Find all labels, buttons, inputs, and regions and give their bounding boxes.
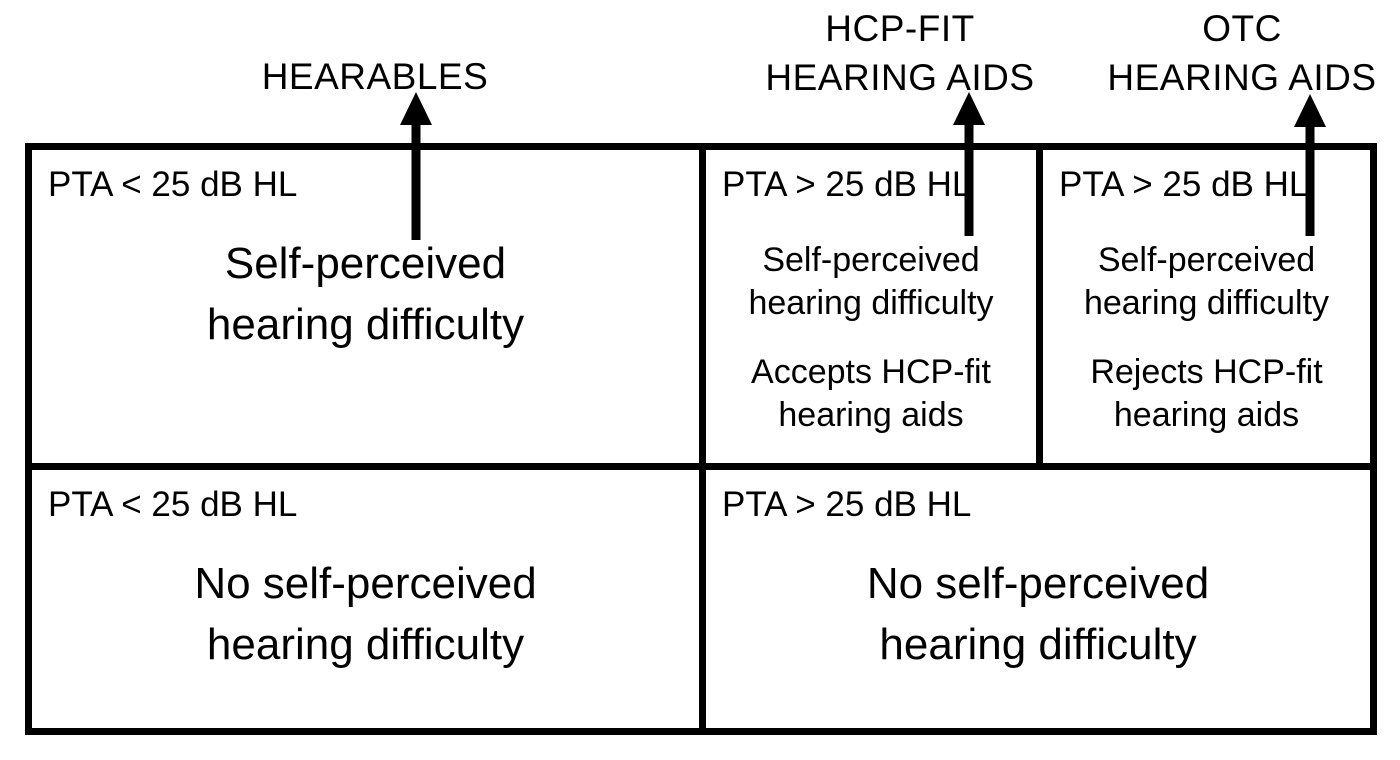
- candidacy-table: PTA < 25 dB HL Self-perceived hearing di…: [25, 143, 1377, 735]
- cell-hcp-fit-hearing-aids: PTA > 25 dB HL Self-perceived hearing di…: [706, 150, 1036, 463]
- cell-description: Self-perceived hearing difficulty: [206, 239, 525, 349]
- up-arrow-icon: [1294, 94, 1326, 236]
- pta-threshold: PTA > 25 dB HL: [1059, 165, 1309, 204]
- cell-description-secondary: Rejects HCP-fit hearing aids: [1090, 353, 1323, 434]
- pta-threshold: PTA > 25 dB HL: [722, 165, 972, 204]
- pta-threshold: PTA > 25 dB HL: [722, 485, 972, 524]
- cell-description: No self-perceived hearing difficulty: [194, 559, 537, 669]
- hearables-label: HEARABLES: [261, 56, 489, 97]
- hcp-fit-hearing-aids-label: HCP-FIT HEARING AIDS: [765, 8, 1035, 98]
- cell-no-difficulty-hearing-loss: PTA > 25 dB HL No self-perceived hearing…: [706, 470, 1370, 728]
- cell-description: No self-perceived hearing difficulty: [866, 559, 1210, 669]
- up-arrow-icon: [953, 92, 985, 236]
- cell-description: Self-perceived hearing difficulty: [748, 241, 994, 322]
- cell-hearables: PTA < 25 dB HL Self-perceived hearing di…: [32, 150, 699, 463]
- cell-otc-hearing-aids: PTA > 25 dB HL Self-perceived hearing di…: [1043, 150, 1370, 463]
- pta-threshold: PTA < 25 dB HL: [48, 485, 298, 524]
- cell-description-secondary: Accepts HCP-fit hearing aids: [751, 353, 991, 434]
- cell-description: Self-perceived hearing difficulty: [1083, 241, 1330, 322]
- otc-hearing-aids-label: OTC HEARING AIDS: [1107, 8, 1377, 98]
- cell-no-difficulty-normal-hearing: PTA < 25 dB HL No self-perceived hearing…: [32, 470, 699, 728]
- pta-threshold: PTA < 25 dB HL: [48, 165, 298, 204]
- up-arrow-icon: [400, 92, 432, 240]
